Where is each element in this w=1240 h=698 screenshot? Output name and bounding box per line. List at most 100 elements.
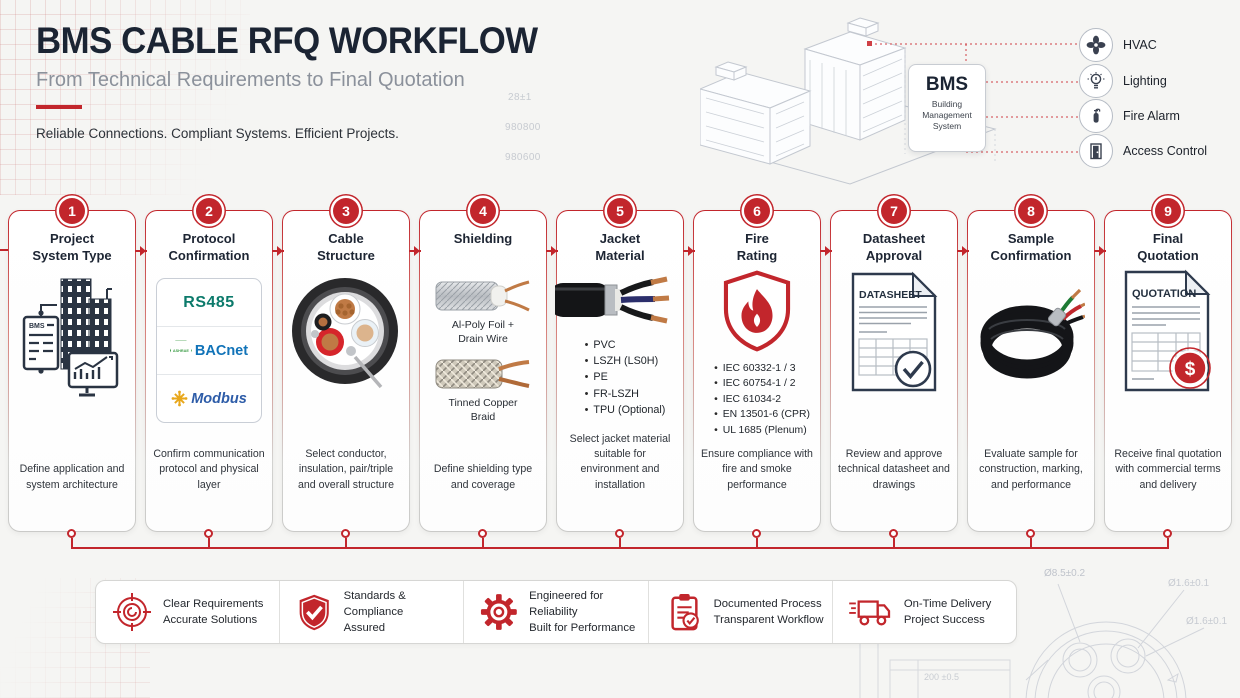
step-number-badge: 1 <box>59 198 85 224</box>
step-card-sample-confirmation: 8 Sample Confirmation <box>957 198 1095 532</box>
step-number-badge: 9 <box>1155 198 1181 224</box>
braid-label: Tinned Copper Braid <box>448 397 518 423</box>
workflow-steps: 1 Project System Type BMS <box>8 198 1232 532</box>
step-card-jacket-material: 5 Jacket Material PVC LSZH (LS0H) P <box>546 198 684 532</box>
building-system-icon: BMS <box>22 278 119 397</box>
bms-label: BMS <box>925 74 969 95</box>
flow-node <box>478 529 487 538</box>
value-prop-process: Documented Process Transparent Workflow <box>647 581 832 643</box>
fire-extinguisher-icon <box>1079 99 1113 133</box>
step-description: Define application and system architectu… <box>19 463 125 491</box>
svg-text:Ø1.6±0.1: Ø1.6±0.1 <box>1168 578 1210 589</box>
step-card-datasheet-approval: 7 Datasheet Approval DATASHEET Review <box>820 198 958 532</box>
step-title: Cable Structure <box>317 231 375 264</box>
cable-cross-section-image <box>292 278 398 389</box>
step-number-badge: 3 <box>333 198 359 224</box>
svg-text:Ø8.5±0.2: Ø8.5±0.2 <box>1044 568 1086 579</box>
step-description: Review and approve technical datasheet a… <box>838 447 950 491</box>
value-prop-delivery: On-Time Delivery Project Success <box>831 581 1016 643</box>
braid-shield-cable-image <box>435 359 530 389</box>
system-item-fire-alarm: Fire Alarm <box>1079 99 1180 133</box>
step-number-badge: 6 <box>744 198 770 224</box>
flow-node <box>204 529 213 538</box>
value-prop-requirements: Clear Requirements Accurate Solutions <box>96 581 279 643</box>
page-subtitle: From Technical Requirements to Final Quo… <box>36 69 465 91</box>
step-description: Ensure compliance with fire and smoke pe… <box>701 447 813 491</box>
gear-icon <box>481 594 518 630</box>
blueprint-cable-drawing: Ø8.5±0.2 Ø1.6±0.1 Ø1.6±0.1 <box>1025 568 1228 698</box>
step-description: Evaluate sample for construction, markin… <box>979 447 1083 491</box>
modbus-logo: Modbus <box>157 374 261 422</box>
foil-shield-cable-image <box>435 280 530 312</box>
system-item-hvac: HVAC <box>1079 28 1157 62</box>
dim-label: 28±1 <box>508 92 532 103</box>
protocol-logos-panel: RS485 ASHRAE BACnet Modbus <box>156 278 262 423</box>
step-title: Protocol Confirmation <box>168 231 250 264</box>
step-description: Select jacket material suitable for envi… <box>569 432 671 491</box>
accent-bar <box>36 105 82 109</box>
cable-coil-image <box>980 288 1085 379</box>
step-card-project-system-type: 1 Project System Type BMS <box>8 198 136 532</box>
bacnet-logo: ASHRAE BACnet <box>157 326 261 374</box>
value-prop-text: Clear Requirements Accurate Solutions <box>163 597 264 626</box>
modbus-star-icon <box>171 390 188 407</box>
flow-stem <box>345 538 347 548</box>
svg-text:BMS: BMS <box>29 323 45 330</box>
flow-stem <box>893 538 895 548</box>
step-description: Select conductor, insulation, pair/tripl… <box>298 447 394 491</box>
flow-stem <box>208 538 210 548</box>
step-description: Receive final quotation with commercial … <box>1114 447 1222 491</box>
clipboard-check-icon <box>670 593 699 631</box>
foil-label: Al-Poly Foil + Drain Wire <box>451 319 515 345</box>
value-prop-text: Engineered for Reliability Built for Per… <box>529 589 636 635</box>
system-label: HVAC <box>1123 38 1157 52</box>
step-title: Jacket Material <box>595 231 645 264</box>
step-title: Sample Confirmation <box>990 231 1072 264</box>
door-icon <box>1079 134 1113 168</box>
bms-node: BMS Building Management System <box>908 64 986 152</box>
truck-icon <box>849 600 890 626</box>
dim-label: 980800 <box>505 122 541 133</box>
step-card-fire-rating: 6 Fire Rating IEC 60332-1 / 3 IEC 60754-… <box>683 198 821 532</box>
step-number-badge: 2 <box>196 198 222 224</box>
step-title: Datasheet Approval <box>862 231 926 264</box>
fan-icon <box>1079 28 1113 62</box>
step-card-shielding: 4 Shielding <box>409 198 547 532</box>
system-label: Lighting <box>1123 74 1167 88</box>
step-card-final-quotation: 9 Final Quotation QUOTATION $ <box>1094 198 1232 532</box>
page-title: BMS CABLE RFQ WORKFLOW <box>36 20 538 61</box>
jacketed-cable-image <box>555 276 670 324</box>
step-description: Confirm communication protocol and physi… <box>153 447 265 491</box>
value-prop-compliance: Standards & Compliance Assured <box>279 581 463 643</box>
svg-text:$: $ <box>1185 359 1196 380</box>
flow-node <box>1026 529 1035 538</box>
svg-text:Ø1.6±0.1: Ø1.6±0.1 <box>1186 616 1228 627</box>
value-props-bar: Clear Requirements Accurate Solutions St… <box>95 580 1017 644</box>
quotation-document-icon: QUOTATION $ <box>1124 269 1211 392</box>
blueprint-dimension-drawing: 200 ±0.5 <box>859 642 1011 698</box>
datasheet-document-icon: DATASHEET <box>851 271 938 392</box>
target-icon <box>113 593 151 631</box>
flow-node <box>67 529 76 538</box>
jacket-material-list: PVC LSZH (LS0H) PE FR-LSZH TPU (Optional… <box>575 337 665 418</box>
rs485-logo: RS485 <box>183 293 235 311</box>
flow-node <box>341 529 350 538</box>
header: BMS CABLE RFQ WORKFLOW From Technical Re… <box>36 20 570 141</box>
step-title: Fire Rating <box>736 231 778 264</box>
step-card-protocol-confirmation: 2 Protocol Confirmation RS485 ASHRAE BAC… <box>135 198 273 532</box>
svg-text:QUOTATION: QUOTATION <box>1132 288 1196 300</box>
step-description: Define shielding type and coverage <box>433 463 533 491</box>
fire-shield-icon <box>723 270 791 352</box>
system-label: Access Control <box>1123 144 1208 158</box>
value-prop-reliability: Engineered for Reliability Built for Per… <box>463 581 647 643</box>
system-label: Fire Alarm <box>1123 109 1180 123</box>
flow-node <box>615 529 624 538</box>
flow-stem <box>1030 538 1032 548</box>
value-prop-text: On-Time Delivery Project Success <box>903 597 992 626</box>
flow-node <box>1163 529 1172 538</box>
svg-text:DATASHEET: DATASHEET <box>859 289 922 301</box>
step-title: Project System Type <box>32 231 112 264</box>
shield-check-icon <box>299 594 329 631</box>
flow-line-left-stub <box>0 249 9 251</box>
